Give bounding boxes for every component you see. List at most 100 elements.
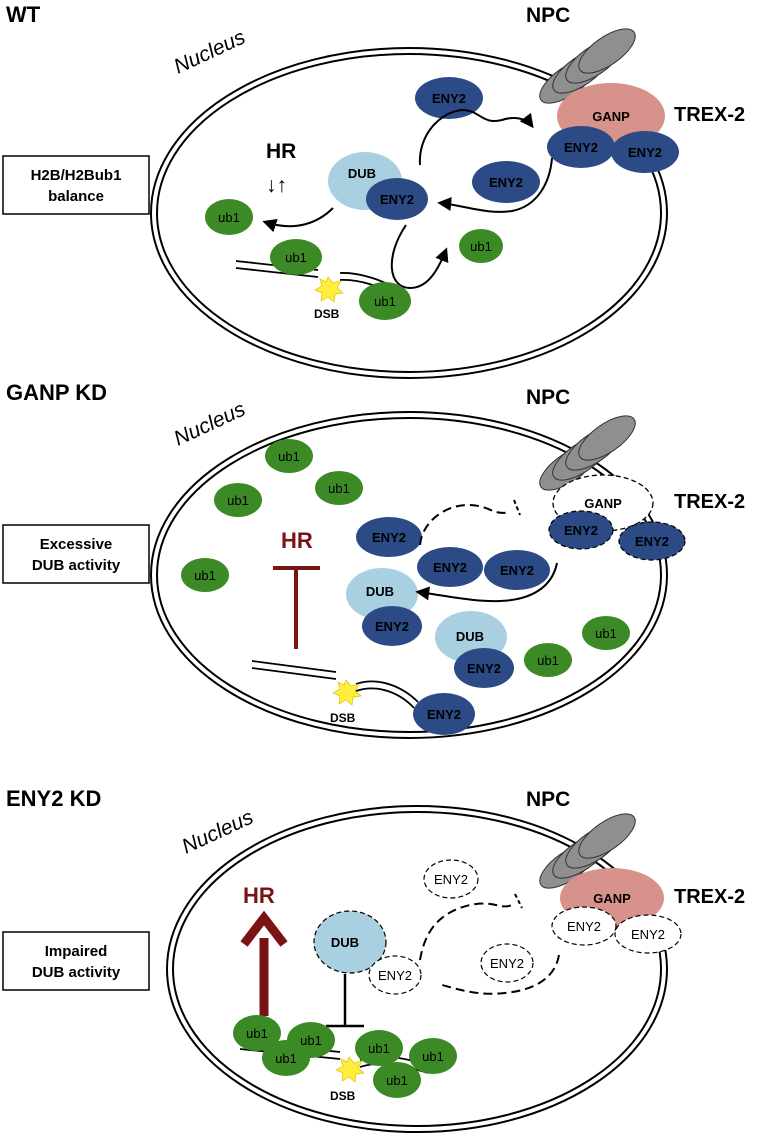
dsb-label: DSB [330,711,356,725]
flow-arrow [390,224,449,290]
dna-strand [355,680,419,709]
condition-line2: balance [48,188,104,205]
ub1-label: ub1 [300,1033,322,1048]
ub1-blob [233,1015,281,1051]
npc-complex [539,415,636,491]
ub1-label: ub1 [285,250,307,265]
dub-label: DUB [331,935,359,950]
condition-line1: Excessive [40,536,113,553]
eny2-label: ENY2 [490,956,524,971]
condition-box [2,931,150,991]
hr-increase-arrowhead [240,910,288,947]
ub1-label: ub1 [328,481,350,496]
hr-label: HR [281,528,313,553]
eny2-label: ENY2 [434,872,468,887]
nucleus-label: Nucleus [170,25,249,78]
panel-title-eny2-kd: ENY2 KD [6,786,101,811]
eny2-label: ENY2 [635,534,669,549]
ub1-label: ub1 [368,1041,390,1056]
ub1-blob [373,1062,421,1098]
flow-arrow-dashed [419,503,511,546]
condition-line1: Impaired [45,943,108,960]
eny2-label: ENY2 [378,968,412,983]
ub1-label: ub1 [246,1026,268,1041]
ub1-label: ub1 [194,568,216,583]
eny2-label: ENY2 [372,530,406,545]
eny2-label: ENY2 [564,140,598,155]
hr-label: HR [243,883,275,908]
ub1-label: ub1 [218,210,240,225]
dub-blob-impaired [313,910,387,974]
eny2-label: ENY2 [427,707,461,722]
ub1-blob [265,439,313,473]
eny2-label: ENY2 [500,563,534,578]
eny2-blob [611,131,679,173]
dna-strand [251,660,337,680]
flow-arrow [415,562,558,603]
eny2-blob [356,517,422,557]
eny2-blob-depleted [551,906,617,946]
eny2-label: ENY2 [489,175,523,190]
ub1-blob [315,471,363,505]
nucleus-membrane-inner [156,417,662,733]
dub-label: DUB [366,584,394,599]
ganp-label: GANP [593,891,631,906]
panel-eny2-kd: ENY2 KD Nucleus NPC GANP ENY2 ENY2 TREX-… [2,786,745,1133]
ub1-blob [214,483,262,517]
ub1-blob [359,282,411,320]
ganp-label: GANP [592,109,630,124]
eny2-blob [362,606,422,646]
flow-arrow-dashed [419,902,513,961]
dsb-label: DSB [330,1089,356,1103]
nucleus-membrane-outer [150,47,668,379]
panel-title-ganp-kd: GANP KD [6,380,107,405]
ub1-label: ub1 [386,1073,408,1088]
nucleus-membrane-inner [172,811,662,1127]
eny2-label: ENY2 [564,523,598,538]
condition-line1: H2B/H2Bub1 [31,167,122,184]
dsb-label: DSB [314,307,340,321]
npc-label: NPC [526,386,570,409]
eny2-label: ENY2 [375,619,409,634]
trex2-label: TREX-2 [674,886,745,908]
ub1-label: ub1 [470,239,492,254]
trex2-label: TREX-2 [674,491,745,513]
flow-arrow-dashed [513,499,521,516]
npc-label: NPC [526,788,570,811]
flow-arrow [418,108,534,166]
condition-line2: DUB activity [32,557,121,574]
hr-arrows: ↓↑ [266,174,287,197]
panel-wt: WT Nucleus NPC GANP ENY2 ENY2 TREX-2 ENY… [2,2,745,379]
ub1-blob [270,239,322,275]
ub1-blob [262,1040,310,1076]
eny2-blob-depleted [614,914,682,954]
eny2-label: ENY2 [380,192,414,207]
hr-label: HR [266,140,296,163]
eny2-blob [415,77,483,119]
flow-arrow-dashed [514,893,523,909]
flow-arrow [262,207,334,233]
ub1-label: ub1 [595,626,617,641]
ub1-label: ub1 [374,294,396,309]
eny2-blob-depleted [423,859,479,899]
dsb-star [332,679,362,706]
npc-complex [539,28,636,104]
eny2-label: ENY2 [432,91,466,106]
nucleus-membrane-outer [166,805,668,1133]
panel-ganp-kd: GANP KD Nucleus NPC GANP ENY2 ENY2 TREX-… [2,380,745,739]
dsb-star [335,1056,365,1083]
eny2-label: ENY2 [467,661,501,676]
eny2-blob [472,161,540,203]
panel-title-wt: WT [6,2,41,27]
eny2-label: ENY2 [433,560,467,575]
eny2-label: ENY2 [631,927,665,942]
eny2-label: ENY2 [628,145,662,160]
eny2-blob [417,547,483,587]
eny2-blob-depleted [480,943,534,983]
ub1-blob [409,1038,457,1074]
eny2-blob [366,178,428,220]
ub1-blob [582,616,630,650]
dub-label: DUB [348,166,376,181]
trex2-label: TREX-2 [674,104,745,126]
